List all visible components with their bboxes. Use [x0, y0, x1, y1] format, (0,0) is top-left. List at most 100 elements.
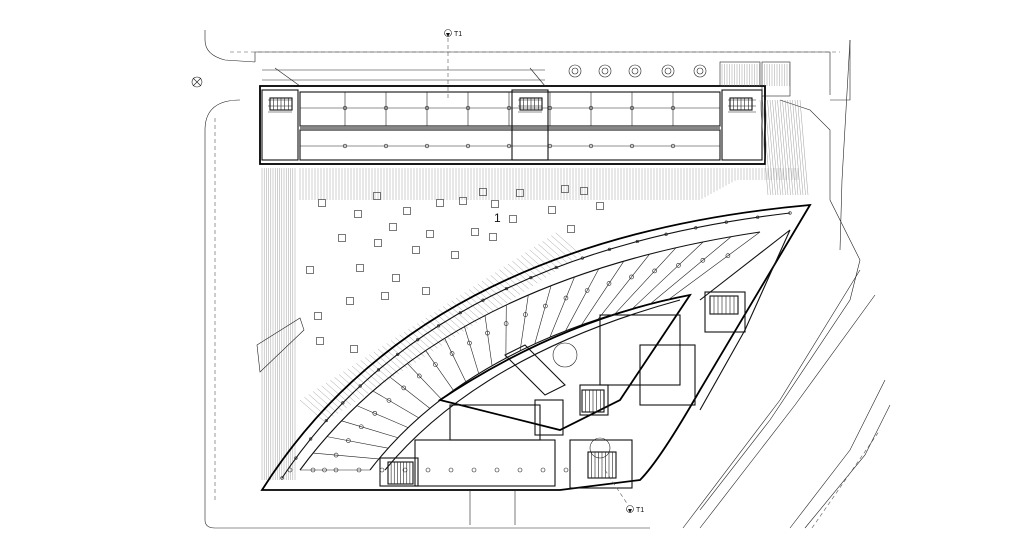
site-boundary [204, 30, 861, 529]
entrance-ramp [256, 317, 305, 373]
section-marker-top: T1 [444, 29, 462, 100]
planter [373, 192, 381, 200]
planter [459, 197, 467, 205]
column-marker [416, 373, 422, 379]
column-marker [563, 467, 569, 473]
planter [314, 312, 322, 320]
planter [491, 200, 499, 208]
column-marker [386, 398, 392, 403]
column-marker [465, 143, 471, 149]
column-marker [517, 467, 523, 473]
column-marker [449, 351, 455, 356]
planter [451, 251, 459, 259]
planter [306, 266, 314, 274]
column-marker [425, 467, 431, 473]
column-marker [467, 340, 472, 346]
planter [580, 187, 588, 195]
planter [316, 337, 324, 345]
tree-icon [693, 64, 707, 78]
column-marker [652, 268, 657, 274]
planter [392, 274, 400, 282]
planter [354, 210, 362, 218]
planter [548, 206, 556, 214]
planter [436, 199, 444, 207]
roads [682, 39, 891, 529]
planter [509, 215, 517, 223]
courtyard-planters [306, 185, 604, 353]
tree-symbols [568, 64, 707, 78]
column-marker [547, 143, 553, 149]
north-arrow-icon [191, 76, 203, 88]
column-marker [401, 385, 407, 391]
column-marker [700, 257, 706, 263]
section-marker-bottom: T1 [604, 469, 644, 514]
column-marker [503, 321, 509, 326]
column-marker [670, 143, 676, 149]
planter [403, 207, 411, 215]
north-building [259, 61, 791, 165]
column-marker [584, 288, 590, 293]
planter [350, 345, 358, 353]
column-marker [606, 281, 612, 286]
column-marker [471, 467, 477, 473]
zone-label: 1 [494, 211, 501, 225]
stair-symbols [269, 97, 753, 485]
column-marker [676, 263, 681, 268]
column-marker [383, 143, 389, 149]
courtyard-paving [261, 64, 809, 480]
column-marker [629, 143, 635, 149]
planter [561, 185, 569, 193]
column-marker [540, 467, 546, 473]
planter [471, 228, 479, 236]
tree-icon [661, 64, 675, 78]
column-marker [322, 467, 327, 473]
column-marker [448, 467, 454, 473]
planter [338, 234, 346, 242]
column-marker [629, 274, 634, 280]
planter [567, 225, 575, 233]
curved-building-rooms [280, 211, 792, 480]
column-marker [358, 424, 364, 430]
planter [479, 188, 487, 196]
tree-icon [628, 64, 642, 78]
section-marker-label: T1 [636, 507, 644, 514]
planter [426, 230, 434, 238]
utility-lines [469, 490, 516, 525]
tree-icon [568, 64, 582, 78]
column-marker [356, 467, 362, 473]
north-column-markers [342, 92, 676, 149]
column-marker [725, 253, 731, 258]
planter [356, 264, 364, 272]
stair [709, 295, 739, 315]
column-marker [523, 312, 528, 317]
column-marker [333, 452, 339, 458]
column-marker [372, 411, 378, 416]
column-marker [494, 467, 500, 473]
column-marker [287, 467, 293, 473]
column-marker [588, 143, 594, 149]
planter [489, 233, 497, 241]
planter [381, 292, 389, 300]
column-marker [563, 295, 569, 301]
column-marker [424, 143, 430, 149]
curved-building [260, 203, 812, 491]
planter [412, 246, 420, 254]
planter [389, 223, 397, 231]
column-marker [433, 362, 438, 367]
column-marker [346, 438, 351, 443]
column-marker [379, 467, 385, 473]
column-marker [342, 143, 348, 149]
column-marker [506, 143, 512, 149]
planter [374, 239, 382, 247]
column-marker [543, 303, 548, 309]
planter [596, 202, 604, 210]
planter [318, 199, 326, 207]
column-marker [333, 467, 339, 473]
planter [422, 287, 430, 295]
planter [346, 297, 354, 305]
planter [516, 189, 524, 197]
section-marker-label: T1 [454, 31, 462, 38]
column-marker [310, 467, 316, 473]
tree-icon [598, 64, 612, 78]
